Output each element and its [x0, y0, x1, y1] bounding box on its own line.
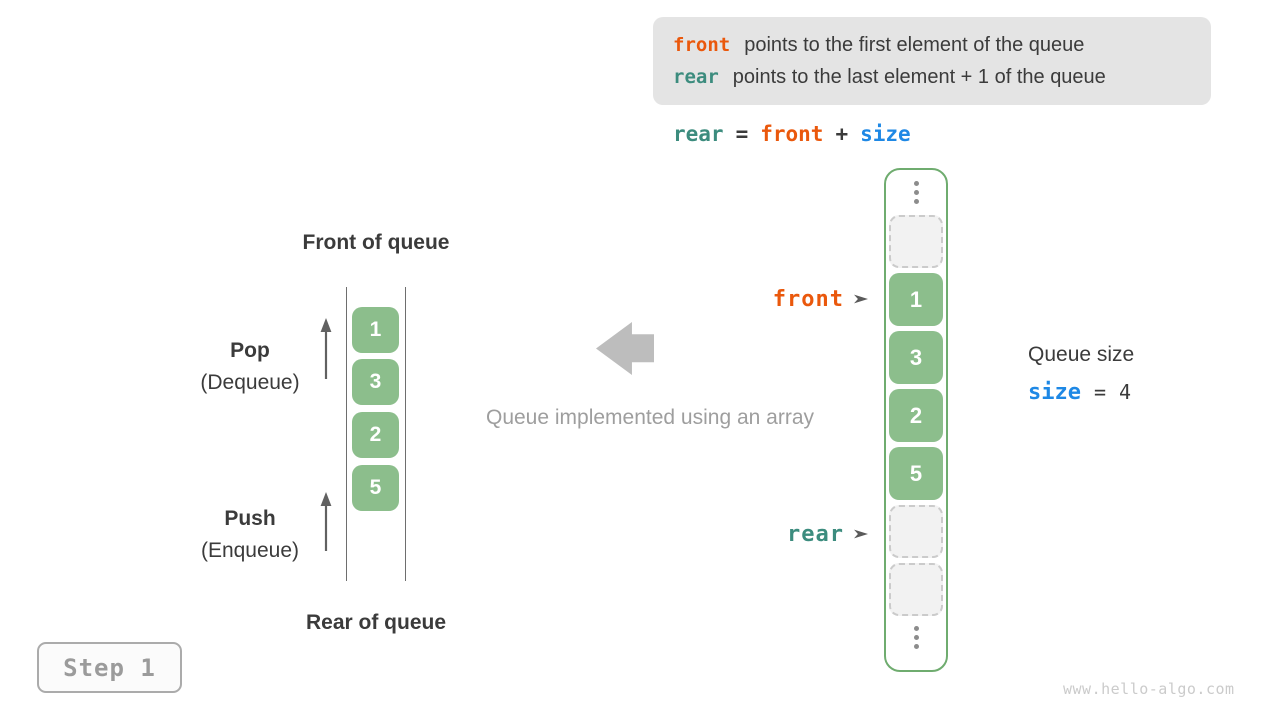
array-cell-value: 3 — [889, 331, 943, 384]
formula-size: size — [860, 122, 911, 146]
array-cell-value: 2 — [889, 389, 943, 442]
queue-element: 3 — [352, 359, 399, 405]
array-cell-value: 1 — [889, 273, 943, 326]
queue-element: 2 — [352, 412, 399, 458]
pop-subtitle: (Dequeue) — [200, 371, 300, 394]
formula: rear = front + size — [673, 122, 911, 146]
front-description: points to the first element of the queue — [744, 33, 1085, 56]
pointer-arrow-icon — [854, 294, 868, 304]
ellipsis-bottom-icon — [886, 626, 946, 649]
legend-line-front: front points to the first element of the… — [673, 34, 1201, 57]
queue-element: 1 — [352, 307, 399, 353]
size-equals: = — [1093, 380, 1107, 404]
rear-keyword: rear — [673, 65, 719, 88]
push-up-arrow-icon — [320, 492, 332, 551]
front-keyword: front — [673, 33, 731, 56]
rear-pointer-label: rear — [787, 521, 844, 547]
legend-line-rear: rear points to the last element + 1 of t… — [673, 66, 1201, 89]
push-title: Push — [224, 507, 276, 530]
push-subtitle: (Enqueue) — [200, 539, 300, 562]
diagram-caption: Queue implemented using an array — [485, 406, 815, 429]
pop-up-arrow-icon — [320, 318, 332, 379]
rear-pointer: rear — [787, 519, 868, 549]
queue-size-title: Queue size — [1028, 343, 1135, 366]
array-cell-empty — [889, 563, 943, 616]
formula-rear: rear — [673, 122, 724, 146]
queue-element: 5 — [352, 465, 399, 511]
array-cell-empty — [889, 505, 943, 558]
queue-size-value-line: size = 4 — [1028, 380, 1134, 405]
front-of-queue-label: Front of queue — [302, 231, 450, 254]
pop-title: Pop — [230, 339, 270, 362]
rear-description: points to the last element + 1 of the qu… — [732, 65, 1106, 88]
formula-plus: + — [835, 122, 849, 146]
array-container: 1 3 2 5 — [884, 168, 948, 672]
front-pointer: front — [773, 284, 868, 314]
queue-size-annotation: Queue size size = 4 — [1028, 343, 1134, 405]
step-badge: Step 1 — [37, 642, 182, 693]
formula-front: front — [760, 122, 824, 146]
front-pointer-label: front — [772, 286, 844, 312]
array-cell-empty — [889, 215, 943, 268]
array-cell-value: 5 — [889, 447, 943, 500]
push-label: Push (Enqueue) — [170, 507, 330, 563]
pop-label: Pop (Dequeue) — [170, 339, 330, 395]
formula-equals: = — [735, 122, 749, 146]
size-value: 4 — [1119, 380, 1132, 404]
queue-channel — [346, 287, 406, 581]
rear-of-queue-label: Rear of queue — [305, 611, 447, 634]
watermark: www.hello-algo.com — [1063, 680, 1235, 698]
legend-box: front points to the first element of the… — [653, 17, 1211, 105]
pointer-arrow-icon — [854, 529, 868, 539]
size-keyword: size — [1028, 380, 1081, 405]
ellipsis-top-icon — [886, 181, 946, 204]
left-block-arrow-icon — [596, 322, 654, 375]
